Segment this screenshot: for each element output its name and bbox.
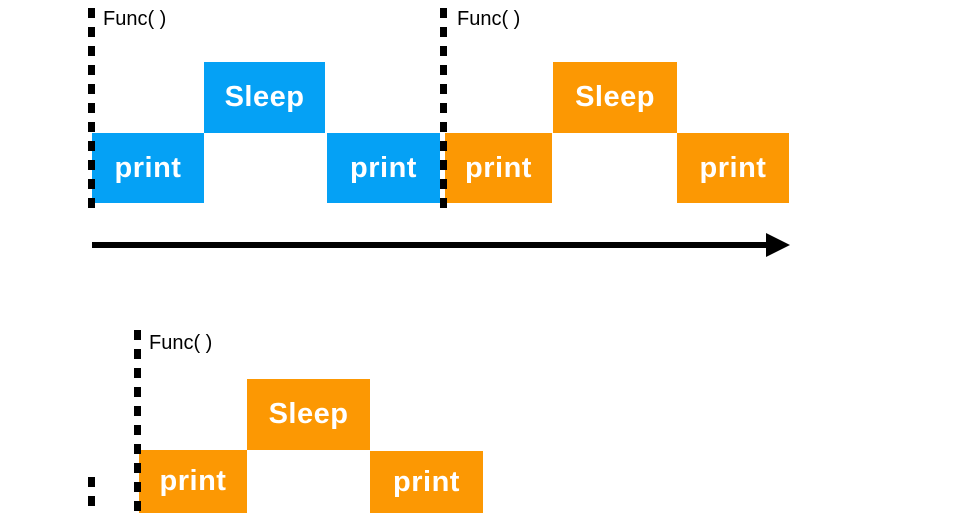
print-block-label: print <box>159 465 227 497</box>
print-block-label: print <box>699 151 767 184</box>
previous-call-boundary-stub <box>88 477 95 513</box>
print-block-label: print <box>393 465 460 498</box>
print-block: print <box>445 133 552 203</box>
call-boundary-dashed-line <box>88 8 95 208</box>
print-block: print <box>327 133 440 203</box>
sleep-block: Sleep <box>247 379 370 450</box>
print-block-label: print <box>350 151 417 184</box>
print-block: print <box>677 133 789 203</box>
print-block-label: print <box>114 151 182 184</box>
arrow-shaft <box>92 242 768 248</box>
print-block-label: print <box>465 151 532 184</box>
sleep-block-label: Sleep <box>224 81 305 113</box>
print-block: print <box>139 450 247 513</box>
sleep-block-label: Sleep <box>575 81 655 113</box>
print-block: print <box>370 451 483 513</box>
arrowhead-icon <box>766 233 790 257</box>
sleep-block: Sleep <box>553 62 677 133</box>
func-label: Func( ) <box>457 8 521 30</box>
call-boundary-dashed-line <box>440 8 447 208</box>
print-block: print <box>92 133 204 203</box>
call-boundary-dashed-line <box>134 330 141 513</box>
sleep-block-label: Sleep <box>268 398 349 430</box>
sleep-block: Sleep <box>204 62 325 133</box>
func-label: Func( ) <box>103 8 167 30</box>
func-label: Func( ) <box>149 332 213 354</box>
